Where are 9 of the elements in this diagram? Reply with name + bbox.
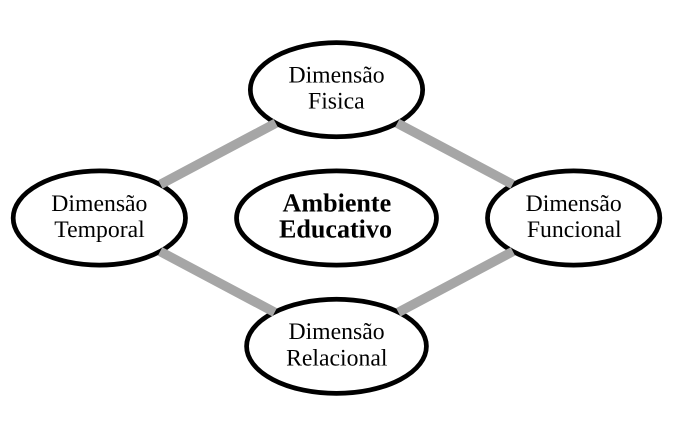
connector [158, 118, 278, 188]
node-ellipse: Dimensão Fisica [248, 40, 426, 139]
node-ellipse: Ambiente Educativo [234, 168, 439, 267]
node-ellipse: Dimensão Relacional [244, 296, 429, 396]
node-ellipse: Dimensão Temporal [10, 168, 188, 267]
connector [158, 246, 277, 316]
connector [396, 246, 516, 316]
node-ellipse: Dimensão Funcional [485, 168, 662, 267]
connector [395, 118, 515, 188]
